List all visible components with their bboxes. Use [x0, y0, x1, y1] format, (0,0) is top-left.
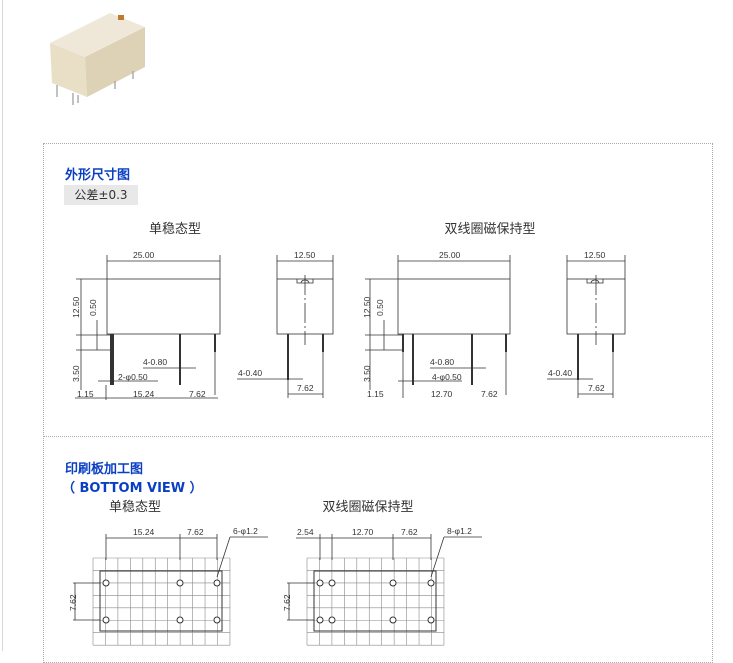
single-caption: 单稳态型 — [149, 221, 201, 236]
dual-length: 25.00 — [439, 250, 461, 260]
pcb-dual-caption: 双线圈磁保持型 — [322, 499, 413, 514]
single-pin-width: 4-0.80 — [143, 357, 167, 367]
single-front-view — [75, 255, 221, 400]
tolerance-label: 公差±0.3 — [64, 185, 138, 205]
single-side-pitch: 7.62 — [297, 383, 314, 393]
dual-height: 12.50 — [362, 296, 372, 318]
pcb-dual-row: 7.62 — [282, 594, 292, 611]
single-side-width: 12.50 — [294, 250, 316, 260]
pin-hole — [427, 579, 435, 587]
pin-hole — [213, 579, 221, 587]
dual-edge: 1.15 — [367, 389, 384, 399]
pcb-single-caption: 单稳态型 — [109, 499, 161, 514]
pin-hole — [102, 579, 110, 587]
single-gap: 0.50 — [88, 299, 98, 316]
page-border — [2, 0, 3, 651]
pcb-single-pitch1: 15.24 — [133, 527, 155, 537]
dual-pitch1: 12.70 — [431, 389, 453, 399]
pin-hole — [316, 579, 324, 587]
single-pitch1: 15.24 — [133, 389, 155, 399]
dual-pin-width: 4-0.80 — [430, 357, 454, 367]
relay-outline — [99, 570, 223, 632]
dual-pin-length: 3.50 — [362, 365, 372, 382]
pin-hole — [176, 579, 184, 587]
dual-pitch2: 7.62 — [481, 389, 498, 399]
single-length: 25.00 — [133, 250, 155, 260]
pin-hole — [176, 616, 184, 624]
pcb-single-grid — [92, 557, 231, 646]
pin-hole — [328, 579, 336, 587]
pin-hole — [213, 616, 221, 624]
pcb-dual-pitch1: 12.70 — [352, 527, 374, 537]
single-pin-length: 3.50 — [71, 365, 81, 382]
pcb-subtitle: （ BOTTOM VIEW ） — [62, 481, 203, 496]
dual-side-width: 12.50 — [584, 250, 606, 260]
dual-front-view — [365, 255, 511, 398]
pin-hole — [316, 616, 324, 624]
pin-hole — [389, 616, 397, 624]
pcb-single-pitch2: 7.62 — [187, 527, 204, 537]
single-side-view — [237, 255, 334, 398]
dual-side-view — [547, 255, 626, 398]
section-divider — [43, 436, 713, 437]
relay-photo — [50, 13, 145, 105]
relay-outline — [313, 570, 437, 632]
pcb-single-holes: 6-φ1.2 — [233, 526, 258, 536]
single-edge: 1.15 — [77, 389, 94, 399]
dual-caption: 双线圈磁保持型 — [444, 221, 535, 236]
pcb-dual-dims — [287, 534, 482, 621]
outline-title: 外形尺寸图 — [65, 168, 131, 183]
dual-side-pin: 4-0.40 — [548, 368, 572, 378]
single-height: 12.50 — [71, 296, 81, 318]
pin-hole — [427, 616, 435, 624]
pcb-dual-holes: 8-φ1.2 — [447, 526, 472, 536]
pcb-title: 印刷板加工图 — [65, 462, 144, 477]
pcb-dual-pitch0: 2.54 — [297, 527, 314, 537]
single-side-pin: 4-0.40 — [238, 368, 262, 378]
dual-pin-diameter: 4-φ0.50 — [432, 372, 462, 382]
single-pitch2: 7.62 — [189, 389, 206, 399]
pcb-single-row: 7.62 — [68, 594, 78, 611]
dual-gap: 0.50 — [375, 299, 385, 316]
pcb-single-dims — [73, 534, 268, 621]
single-pin-diameter: 2-φ0.50 — [118, 372, 148, 382]
pcb-dual-grid — [306, 557, 445, 646]
pcb-dual-pitch2: 7.62 — [401, 527, 418, 537]
dual-side-pitch: 7.62 — [588, 383, 605, 393]
pin-hole — [102, 616, 110, 624]
pin-hole — [389, 579, 397, 587]
pin-hole — [328, 616, 336, 624]
